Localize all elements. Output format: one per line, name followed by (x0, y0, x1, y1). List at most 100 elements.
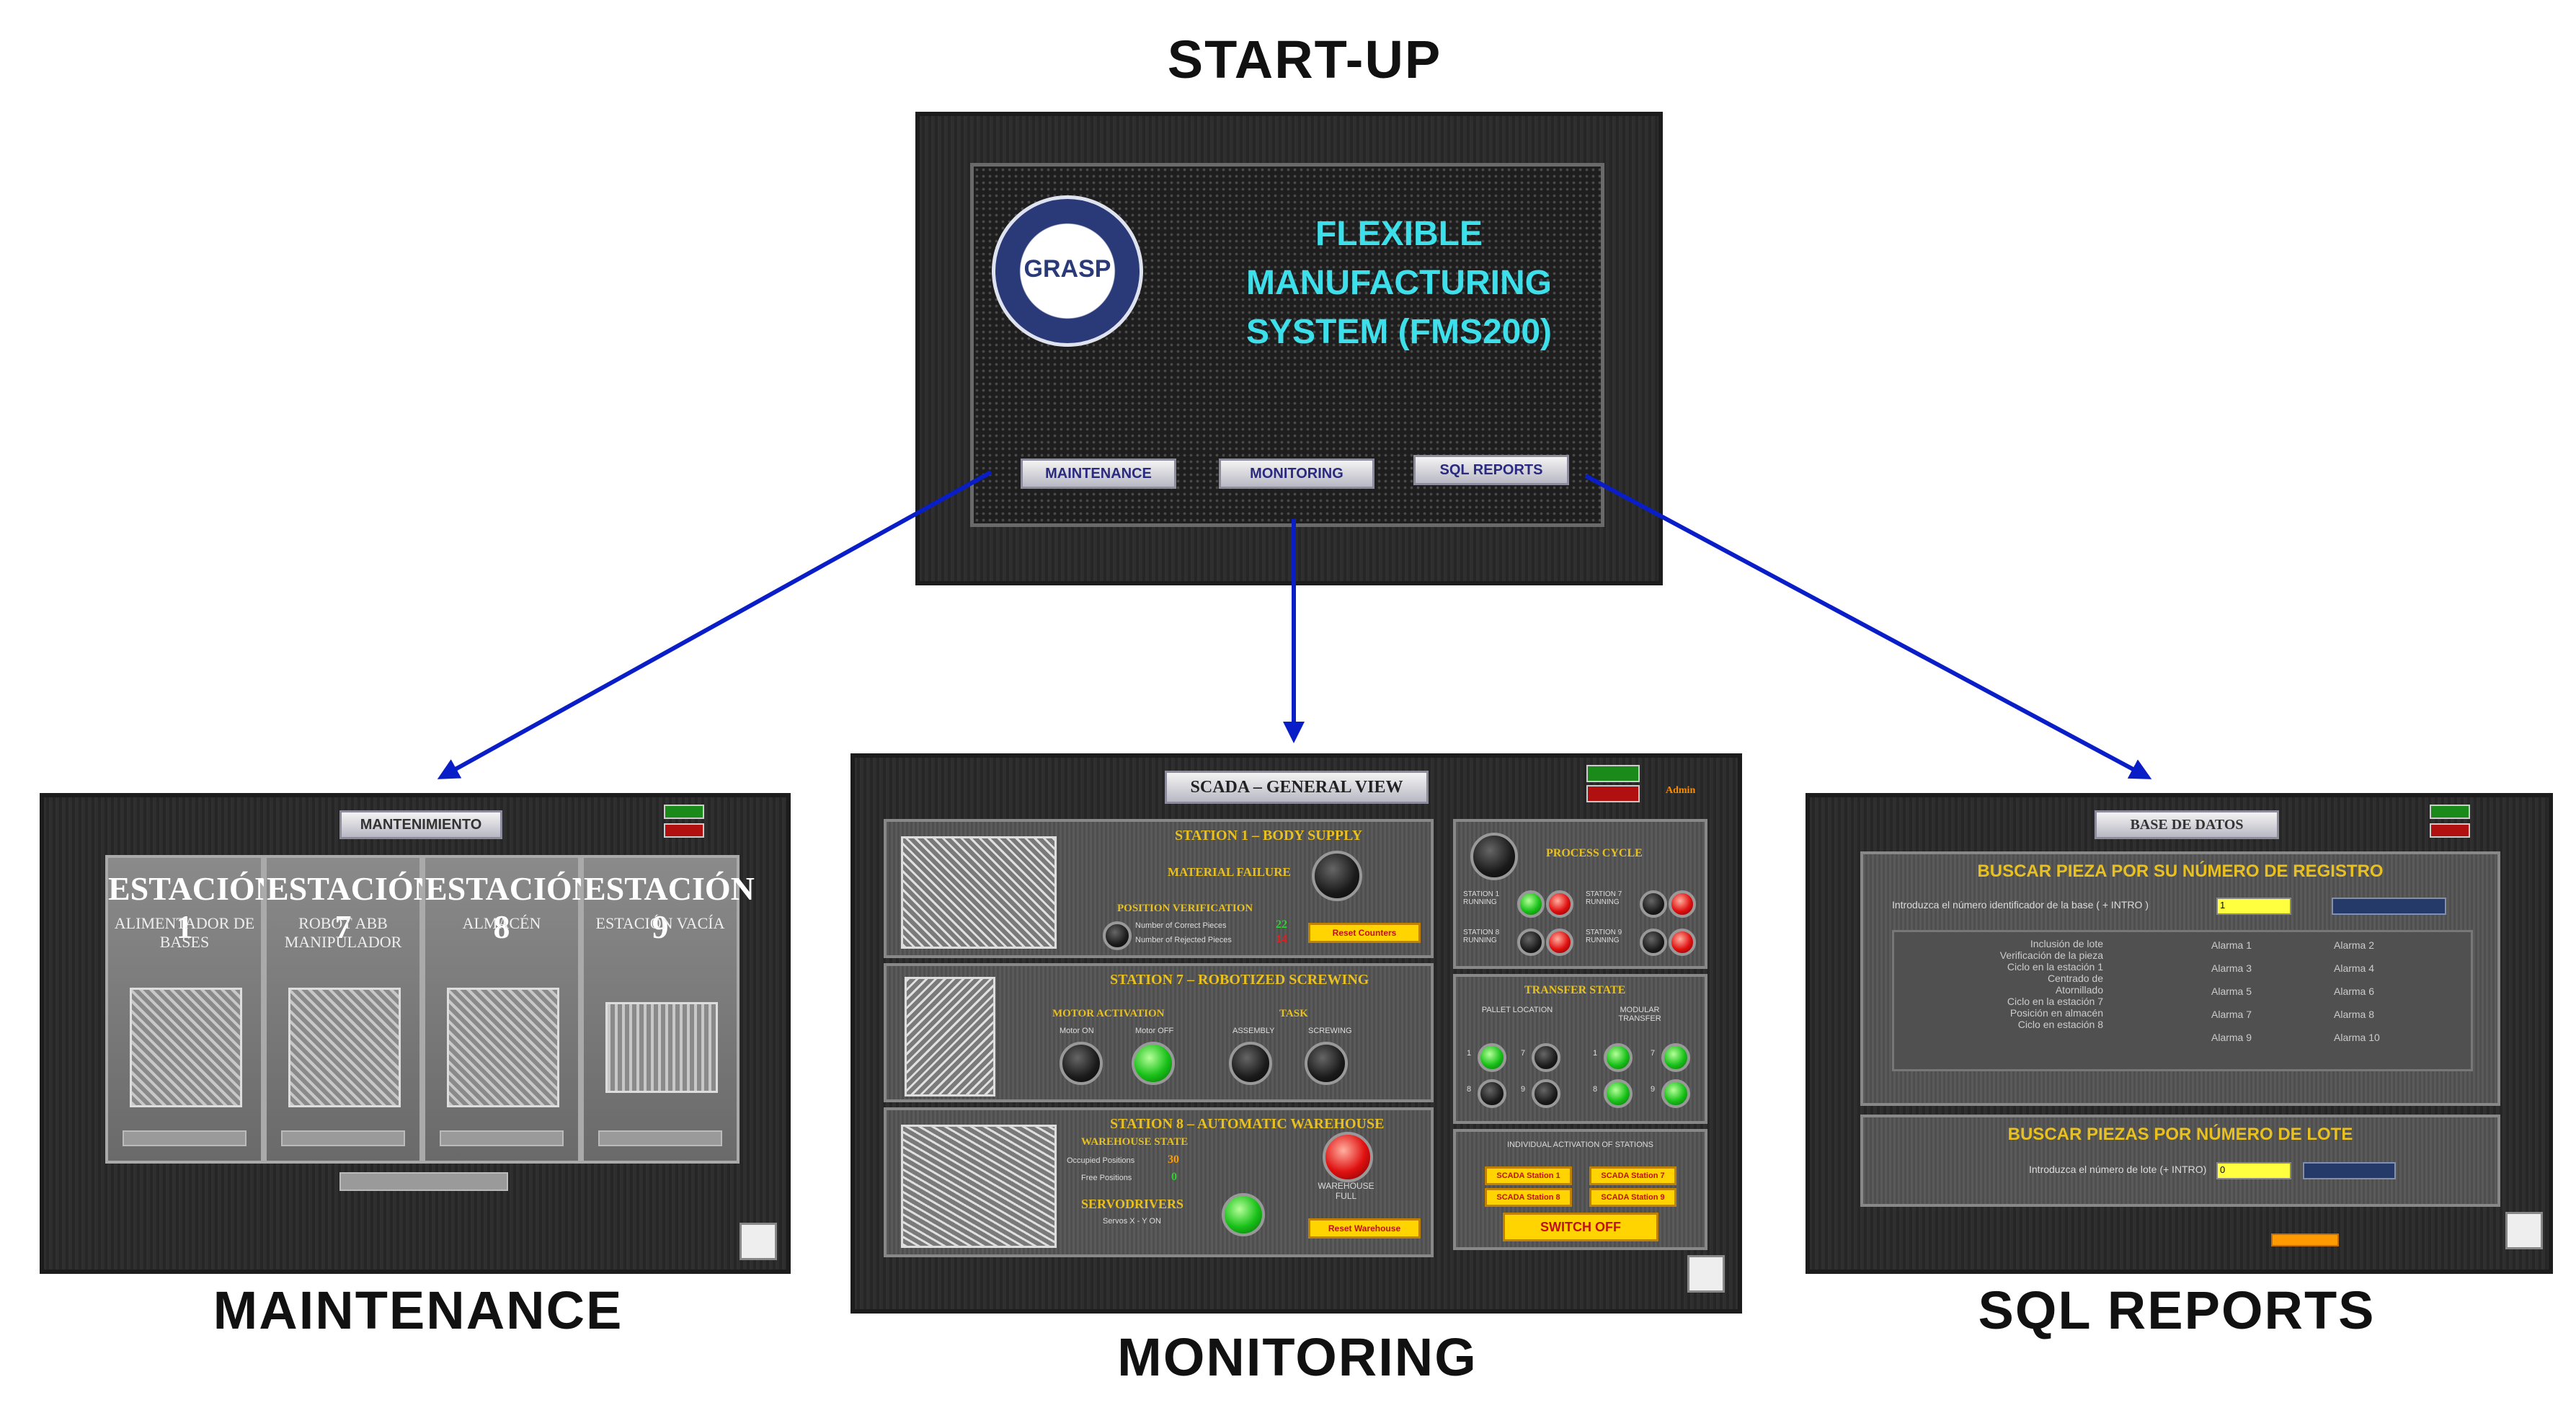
reset-warehouse-button[interactable]: Reset Warehouse (1308, 1218, 1421, 1239)
register-prompt: Introduzca el número identificador de la… (1892, 899, 2149, 911)
heading-line-1: FLEXIBLE (1315, 215, 1483, 253)
station9-running-green (1640, 929, 1667, 956)
station7-running-label: STATION 7 RUNNING (1586, 890, 1622, 906)
grasp-logo-text: GRASP (1023, 255, 1111, 283)
scada-home-icon[interactable] (1687, 1255, 1725, 1293)
transfer-num-8: 8 (1593, 1085, 1598, 1094)
startup-mesh: GRASP FLEXIBLE MANUFACTURING SYSTEM (FMS… (970, 163, 1604, 527)
title-startup: START-UP (1167, 30, 1442, 89)
station-1-machine (130, 988, 242, 1107)
station1-illustration (901, 836, 1057, 949)
occupied-positions-value: 30 (1168, 1153, 1179, 1166)
scada-station-8-button[interactable]: SCADA Station 8 (1485, 1188, 1572, 1207)
startup-heading: FLEXIBLE MANUFACTURING SYSTEM (FMS200) (1212, 210, 1586, 357)
sql-login-button[interactable] (2430, 805, 2470, 819)
alarm-cell: Alarma 10 (2334, 1032, 2380, 1043)
process-cycle-lamp (1470, 833, 1518, 880)
station-7-machine (288, 988, 401, 1107)
station-7-subtitle: ROBOT ABB MANIPULADOR (284, 914, 402, 951)
sql-home-icon[interactable] (2505, 1212, 2543, 1249)
material-failure-lamp (1312, 851, 1362, 901)
detail-row: Centrado de (2047, 973, 2103, 984)
transfer-lamp-1 (1604, 1043, 1633, 1072)
login-button[interactable] (664, 805, 704, 819)
station-1-footer (123, 1130, 247, 1146)
transfer-lamp-8 (1604, 1079, 1633, 1108)
scada-station-1-button[interactable]: SCADA Station 1 (1485, 1166, 1572, 1185)
grasp-logo: GRASP (992, 195, 1143, 347)
maintenance-bottom-button[interactable] (339, 1172, 508, 1191)
switch-off-button[interactable]: SWITCH OFF (1503, 1213, 1658, 1241)
detail-left-rows: Inclusión de lote Verificación de la pie… (1909, 938, 2103, 1030)
pallet-lamp-8 (1478, 1079, 1506, 1108)
station-8-title: ESTACIÓN 8 (425, 870, 596, 945)
detail-row: Ciclo en la estación 1 (2007, 961, 2103, 973)
correct-pieces-value: 22 (1276, 918, 1287, 931)
free-positions-value: 0 (1171, 1171, 1177, 1183)
scada-login-button[interactable] (1586, 765, 1640, 782)
station-card-1[interactable]: ESTACIÓN 1 ALIMENTADOR DE BASES (105, 855, 279, 1164)
station1-running-green (1517, 890, 1545, 918)
station-card-9[interactable]: ESTACIÓN 9 ESTACIÓN VACÍA (581, 855, 755, 1164)
lot-search-button[interactable] (2303, 1162, 2396, 1179)
transfer-num-7: 7 (1651, 1049, 1656, 1058)
transfer-num-9: 9 (1651, 1085, 1656, 1094)
scada-station-7-button[interactable]: SCADA Station 7 (1589, 1166, 1676, 1185)
station-card-7[interactable]: ESTACIÓN 7 ROBOT ABB MANIPULADOR (264, 855, 438, 1164)
material-failure-label: MATERIAL FAILURE (1168, 865, 1291, 879)
station1-section: STATION 1 – BODY SUPPLY MATERIAL FAILURE… (884, 819, 1434, 958)
sql-reports-button[interactable]: SQL REPORTS (1413, 455, 1569, 485)
servodrivers-label: SERVODRIVERS (1081, 1197, 1184, 1211)
individual-activation-section: INDIVIDUAL ACTIVATION OF STATIONS SCADA … (1453, 1129, 1707, 1250)
heading-line-2: MANUFACTURING (1246, 264, 1552, 302)
maintenance-screen: MANTENIMIENTO ESTACIÓN 1 ALIMENTADOR DE … (40, 793, 791, 1274)
logout-button[interactable] (664, 823, 704, 838)
position-verification-label: POSITION VERIFICATION (1117, 903, 1253, 914)
register-input[interactable]: 1 (2216, 898, 2291, 915)
title-maintenance: MAINTENANCE (213, 1280, 623, 1340)
station9-running-label: STATION 9 RUNNING (1586, 929, 1622, 944)
alarm-cell: Alarma 6 (2334, 985, 2375, 997)
maintenance-header: MANTENIMIENTO (339, 810, 502, 839)
transfer-lamp-7 (1661, 1043, 1690, 1072)
alarm-cell: Alarma 3 (2211, 962, 2252, 974)
sql-screen: BASE DE DATOS BUSCAR PIEZA POR SU NÚMERO… (1806, 793, 2553, 1274)
station-card-8[interactable]: ESTACIÓN 8 ALMACÉN (422, 855, 596, 1164)
station-8-machine (447, 988, 559, 1107)
detail-row: Verificación de la pieza (1999, 949, 2103, 961)
sql-bottom-button[interactable] (2271, 1233, 2339, 1246)
process-cycle-section: PROCESS CYCLE STATION 1 RUNNING STATION … (1453, 819, 1707, 969)
station8-illustration (901, 1125, 1057, 1248)
pallet-num-9: 9 (1521, 1085, 1526, 1094)
motor-on-label: Motor ON (1060, 1027, 1094, 1035)
home-icon[interactable] (740, 1223, 777, 1260)
scada-station-9-button[interactable]: SCADA Station 9 (1589, 1188, 1676, 1207)
station-9-footer (598, 1130, 722, 1146)
station-1-subtitle: ALIMENTADOR DE BASES (114, 914, 255, 951)
register-search-button[interactable] (2332, 898, 2446, 915)
alarm-grid: Alarma 1 Alarma 2 Alarma 3 Alarma 4 Alar… (2211, 939, 2456, 1043)
alarm-cell: Alarma 2 (2334, 939, 2375, 951)
search-register-section: BUSCAR PIEZA POR SU NÚMERO DE REGISTRO I… (1860, 851, 2500, 1106)
transfer-num-1: 1 (1593, 1049, 1598, 1058)
station9-running-red (1669, 929, 1696, 956)
sql-logout-button[interactable] (2430, 823, 2470, 838)
station-7-footer (281, 1130, 405, 1146)
scada-logout-button[interactable] (1586, 785, 1640, 802)
station1-running-red (1546, 890, 1573, 918)
reset-counters-button[interactable]: Reset Counters (1308, 923, 1421, 943)
station8-running-red (1546, 929, 1573, 956)
station8-section: STATION 8 – AUTOMATIC WAREHOUSE WAREHOUS… (884, 1107, 1434, 1257)
detail-row: Ciclo en la estación 7 (2007, 996, 2103, 1007)
monitoring-button[interactable]: MONITORING (1219, 459, 1374, 489)
lot-input[interactable]: 0 (2216, 1162, 2291, 1179)
pallet-num-8: 8 (1467, 1085, 1472, 1094)
alarm-cell: Alarma 9 (2211, 1032, 2252, 1043)
motor-off-lamp (1132, 1042, 1175, 1085)
rejected-pieces-value: 14 (1276, 933, 1287, 945)
motor-on-lamp (1060, 1042, 1103, 1085)
maintenance-button[interactable]: MAINTENANCE (1021, 459, 1176, 489)
station1-title: STATION 1 – BODY SUPPLY (1175, 828, 1363, 843)
station-9-machine (605, 1002, 718, 1093)
alarm-cell: Alarma 1 (2211, 939, 2252, 951)
